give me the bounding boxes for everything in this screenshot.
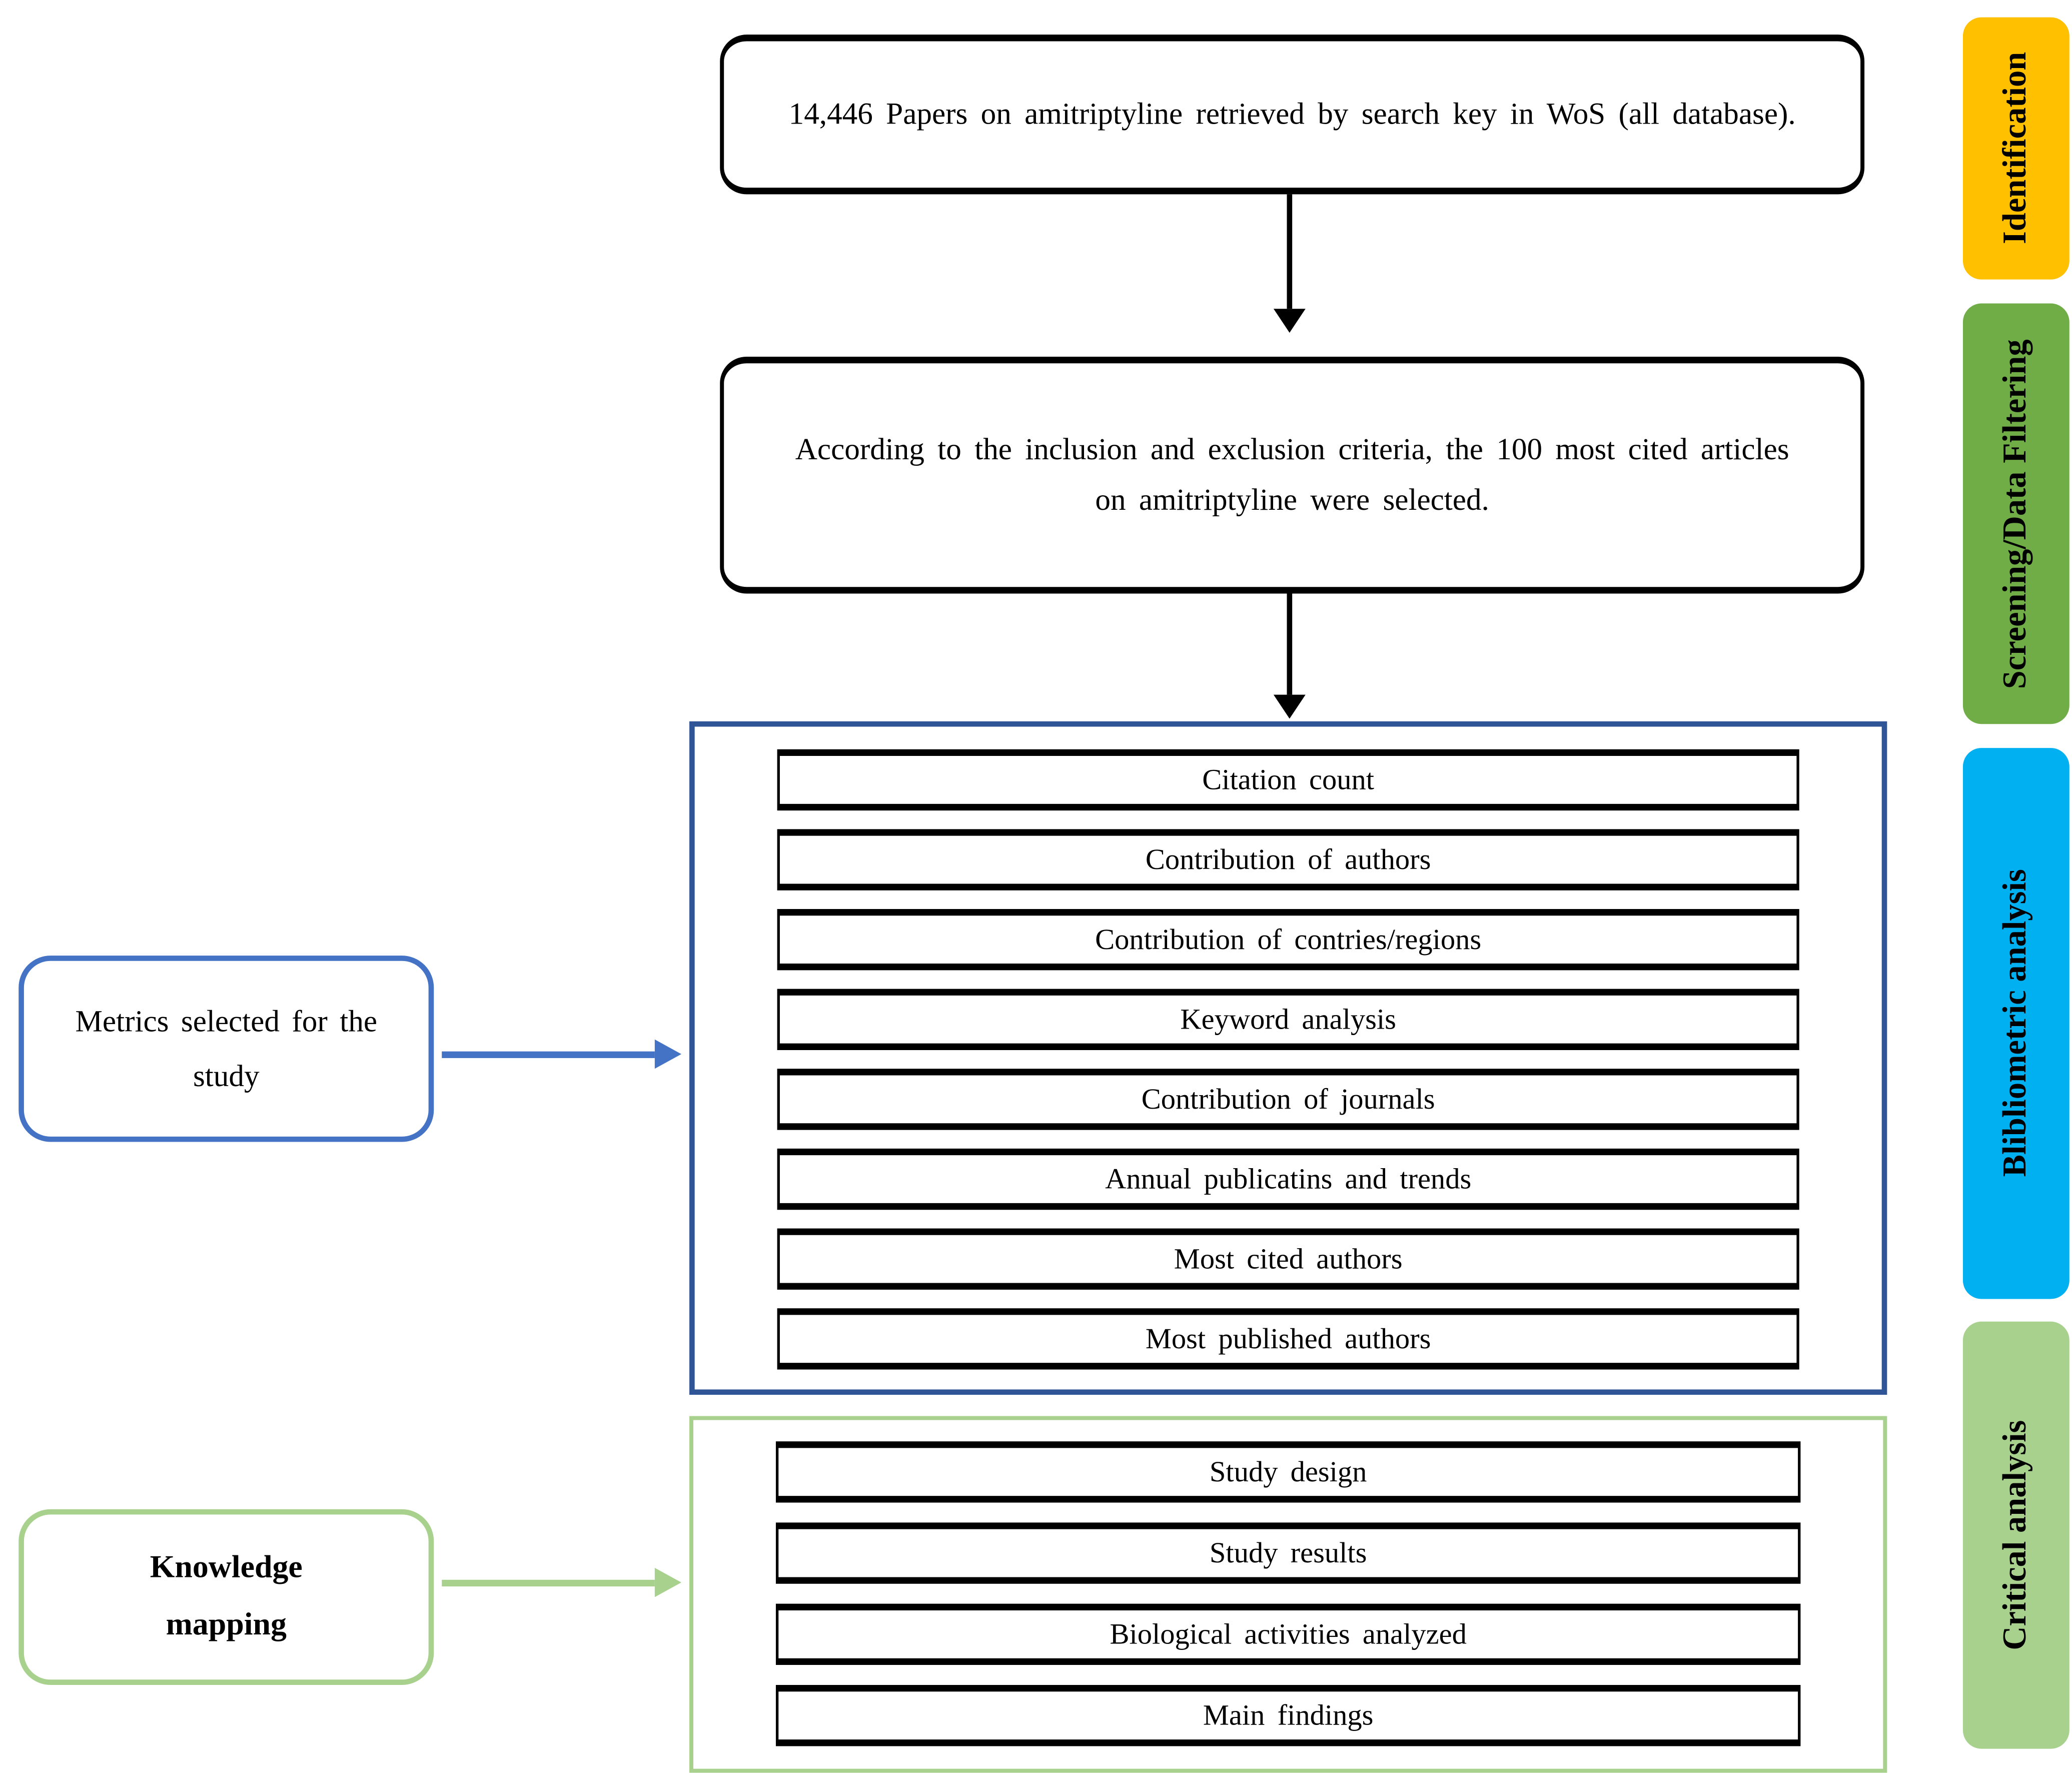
mapping-row: Study results bbox=[775, 1522, 1801, 1584]
metrics-selected-box: Metrics selected for the study bbox=[19, 956, 434, 1142]
metric-row: Contribution of authors bbox=[777, 829, 1799, 891]
bibliometric-metrics-panel: Citation count Contribution of authors C… bbox=[689, 721, 1887, 1395]
mapping-row: Study design bbox=[775, 1441, 1801, 1503]
mapping-row: Main findings bbox=[775, 1684, 1801, 1746]
inclusion-exclusion-box: According to the inclusion and exclusion… bbox=[720, 356, 1865, 594]
metric-row: Citation count bbox=[777, 749, 1799, 811]
stage-bibliometric-analysis: Blibliometric analysis bbox=[1962, 748, 2069, 1299]
knowledge-mapping-panel: Study design Study results Biological ac… bbox=[689, 1416, 1887, 1773]
stage-screening-data-filtering: Screening/Data Filtering bbox=[1962, 303, 2069, 724]
stage-critical-analysis: Critical analysis bbox=[1962, 1321, 2069, 1749]
stage-screening-label: Screening/Data Filtering bbox=[1997, 339, 2033, 689]
knowledge-mapping-box: Knowledge mapping bbox=[19, 1509, 434, 1685]
metric-row: Contribution of journals bbox=[777, 1069, 1799, 1130]
stage-bibliometric-label: Blibliometric analysis bbox=[1997, 869, 2033, 1178]
metrics-selected-text: Metrics selected for the study bbox=[75, 1004, 377, 1093]
papers-retrieved-box: 14,446 Papers on amitriptyline retrieved… bbox=[720, 35, 1865, 195]
arrow-right-metrics bbox=[442, 1039, 682, 1069]
arrow-down-identification-to-screening bbox=[1273, 194, 1306, 333]
metric-row: Annual publicatins and trends bbox=[777, 1148, 1799, 1210]
metric-row: Most published authors bbox=[777, 1308, 1799, 1370]
arrow-right-knowledge bbox=[442, 1567, 682, 1597]
papers-retrieved-text: 14,446 Papers on amitriptyline retrieved… bbox=[788, 97, 1796, 131]
stage-identification: Identification bbox=[1962, 17, 2069, 280]
knowledge-mapping-text: Knowledge mapping bbox=[150, 1550, 303, 1642]
metric-row: Most cited authors bbox=[777, 1228, 1799, 1290]
inclusion-exclusion-text: According to the inclusion and exclusion… bbox=[795, 432, 1789, 517]
arrow-down-screening-to-bibliometric bbox=[1273, 593, 1306, 719]
mapping-row: Biological activities analyzed bbox=[775, 1603, 1801, 1665]
stage-critical-label: Critical analysis bbox=[1997, 1420, 2033, 1650]
metric-row: Keyword analysis bbox=[777, 989, 1799, 1050]
metric-row: Contribution of contries/regions bbox=[777, 909, 1799, 971]
stage-identification-label: Identification bbox=[1997, 52, 2033, 245]
